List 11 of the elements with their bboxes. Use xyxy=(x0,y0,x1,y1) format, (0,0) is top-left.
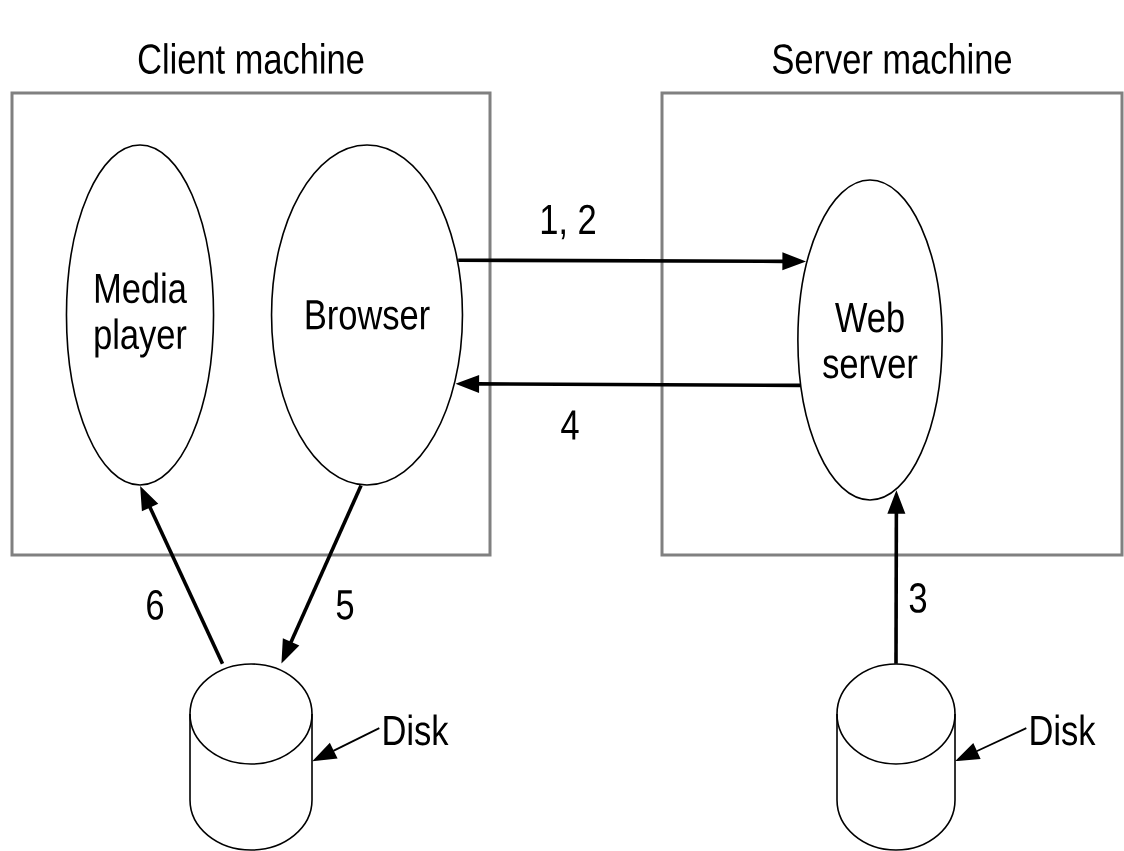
edge-label: 1, 2 xyxy=(537,202,599,242)
node-label: Server machine xyxy=(772,43,1011,74)
disk-label: Disk xyxy=(1031,714,1096,746)
node-label: Client machine xyxy=(138,43,364,74)
edge-label: 4 xyxy=(558,408,582,442)
disk-cylinder xyxy=(836,663,956,851)
disk-cylinder xyxy=(189,663,313,851)
edge-label: 3 xyxy=(906,581,930,615)
disk-label: Disk xyxy=(384,714,449,746)
edge-label: 6 xyxy=(143,588,167,622)
edge-label: 5 xyxy=(333,588,357,622)
